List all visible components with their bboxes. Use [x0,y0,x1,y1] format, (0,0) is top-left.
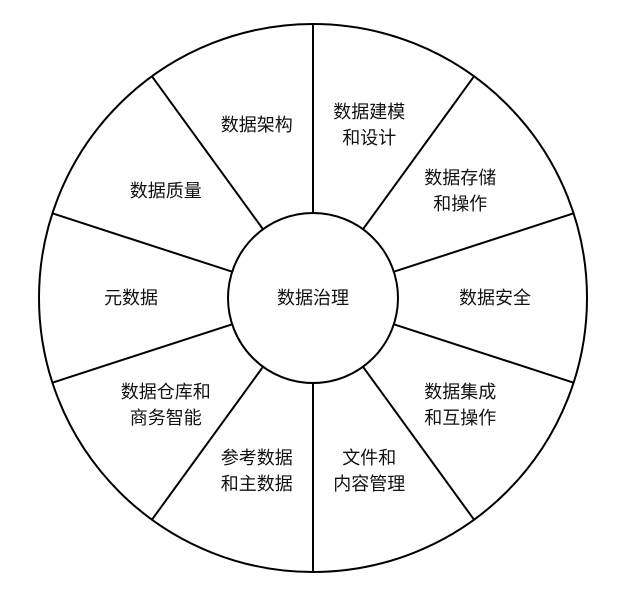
segment-label: 数据集成和互操作 [424,382,496,429]
segment-label-line: 文件和 [342,448,396,469]
segment-label-line: 数据仓库和 [121,382,211,403]
segment-divider [52,323,233,384]
segment-label-line: 参考数据 [221,448,293,469]
segment-label-line: 和操作 [433,194,487,215]
center-label: 数据治理 [277,288,349,309]
segment-divider [151,75,264,230]
segment-label-line: 和设计 [342,128,396,149]
segment-label-line: 数据质量 [130,181,202,202]
segment-label: 数据仓库和商务智能 [121,382,211,429]
segment-divider [52,212,233,273]
segment-label: 数据建模和设计 [333,102,405,149]
segment-label: 数据存储和操作 [424,168,496,215]
segment-label-line: 内容管理 [333,474,405,495]
segment-label-line: 数据集成 [424,382,496,403]
segment-label: 元数据 [104,288,158,309]
center-circle [227,212,399,384]
segment-label-line: 数据存储 [424,168,496,189]
segment-label-line: 商务智能 [130,408,202,429]
outer-circle [38,23,588,573]
segment-divider [393,212,574,273]
segment-label-line: 元数据 [104,288,158,309]
segment-label-line: 和主数据 [221,474,293,495]
segment-labels: 数据建模和设计数据存储和操作数据安全数据集成和互操作文件和内容管理参考数据和主数… [104,102,531,495]
segment-label-line: 数据架构 [221,115,293,136]
segment-label: 参考数据和主数据 [221,448,293,495]
segment-label: 文件和内容管理 [333,448,405,495]
segment-label-line: 数据安全 [459,288,531,309]
segment-divider [151,366,264,521]
segment-divider [362,75,475,230]
segment-divider [393,323,574,384]
segment-label: 数据安全 [459,288,531,309]
segment-label-line: 和互操作 [424,408,496,429]
segment-divider [362,366,475,521]
segment-label: 数据架构 [221,115,293,136]
segment-label-line: 数据建模 [333,102,405,123]
segment-dividers [52,24,574,572]
segment-label: 数据质量 [130,181,202,202]
